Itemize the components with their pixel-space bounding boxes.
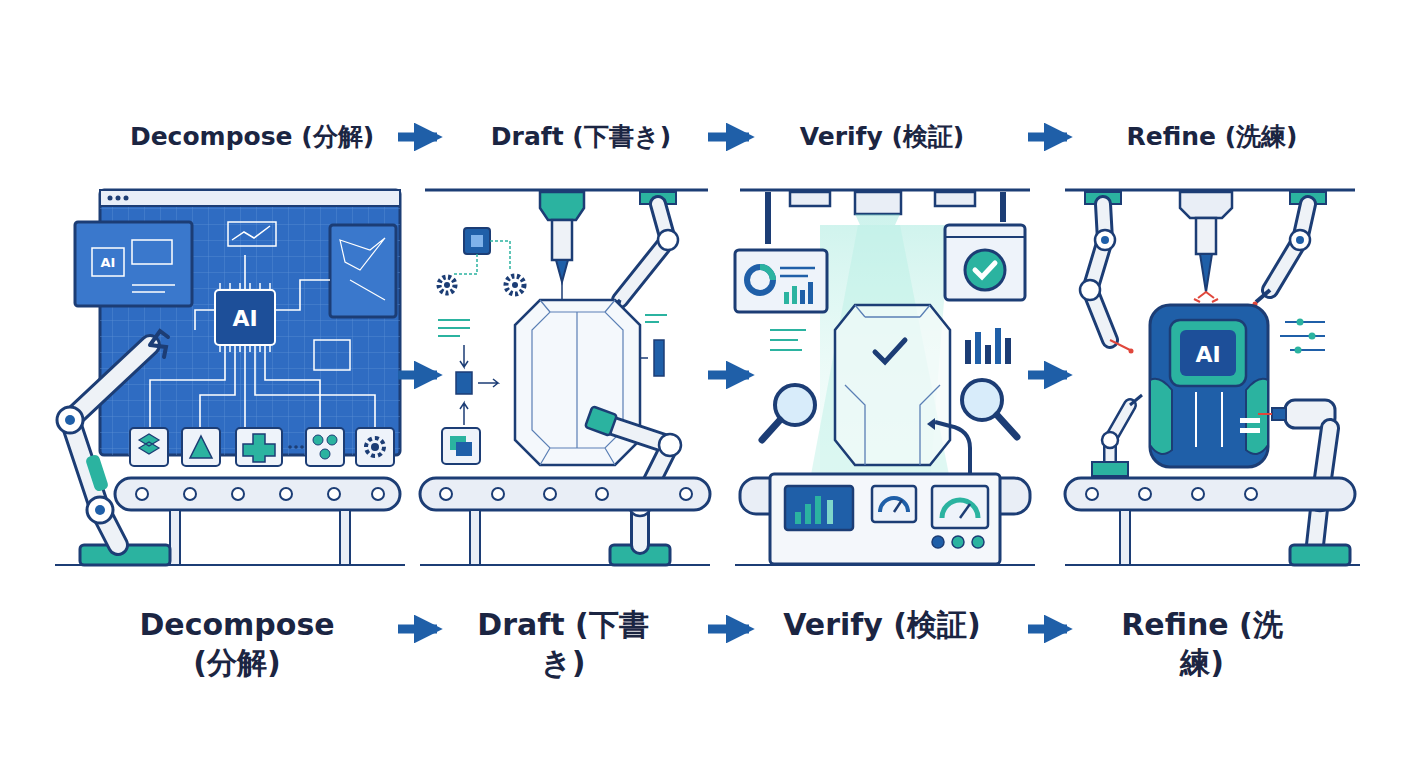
stage-heading: Draft (下書き) xyxy=(491,120,671,154)
flow-arrow xyxy=(708,625,749,634)
flow-arrow xyxy=(1028,133,1067,142)
stage-caption: Verify (検証) xyxy=(782,606,982,644)
stage-heading: Decompose (分解) xyxy=(130,120,374,154)
stage-heading: Refine (洗練) xyxy=(1126,120,1297,154)
flow-arrow xyxy=(398,133,437,142)
stage-caption: Decompose (分解) xyxy=(137,606,337,682)
stage-column: Draft (下書き) Draft (下書き) xyxy=(440,112,705,692)
stage-caption: Refine (洗練) xyxy=(1102,606,1302,682)
stage-column: Decompose (分解) Decompose (分解) xyxy=(55,112,395,692)
chip-label: AI xyxy=(232,306,257,331)
flow-arrow xyxy=(1028,371,1067,380)
flow-arrow xyxy=(708,371,749,380)
flow-arrow xyxy=(1028,625,1067,634)
verify-station xyxy=(735,190,1035,565)
stage-heading: Verify (検証) xyxy=(800,120,965,154)
chip-label: AI xyxy=(1195,342,1220,367)
stage-caption: Draft (下書き) xyxy=(463,606,663,682)
stage-column: Refine (洗練) Refine (洗練) xyxy=(1070,112,1360,692)
refine-station xyxy=(1065,190,1360,565)
flow-arrow xyxy=(708,133,749,142)
chip-label: AI xyxy=(101,255,116,270)
decompose-station xyxy=(55,190,405,565)
stage-column: Verify (検証) Verify (検証) xyxy=(752,112,1025,692)
draft-station xyxy=(420,190,710,565)
flow-arrow xyxy=(398,625,437,634)
flow-arrow xyxy=(398,371,437,380)
